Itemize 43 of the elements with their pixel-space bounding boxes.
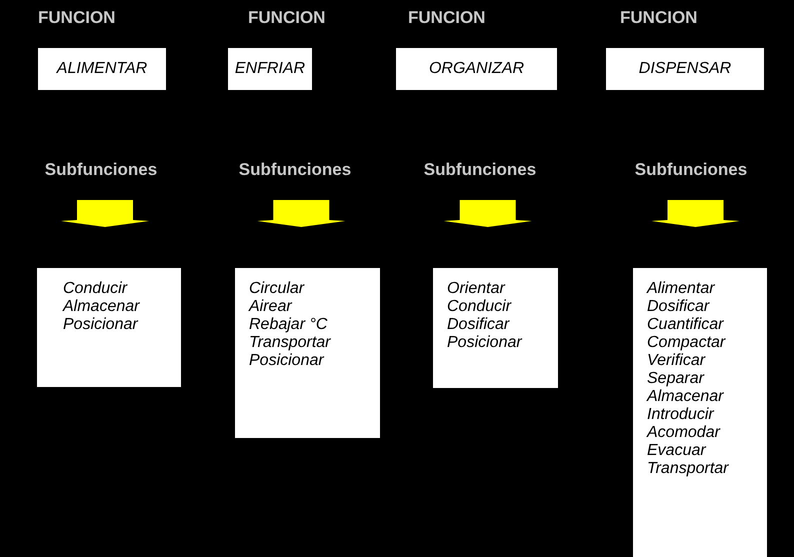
subfunction-item: Dosificar [647,298,710,316]
function-heading: FUNCION [408,8,486,28]
subfunction-item: Posicionar [447,334,522,352]
subfunction-item: Introducir [647,406,714,424]
subfunction-list-box [433,268,558,388]
subfunction-item: Conducir [63,280,128,298]
block-arrow [652,200,740,227]
function-box: ENFRIAR [228,48,312,90]
subfunction-item: Almacenar [63,298,140,316]
function-box: ORGANIZAR [396,48,557,90]
subfunction-item: Rebajar °C [249,316,328,334]
block-arrow [257,200,346,227]
subfunction-item: Orientar [447,280,505,298]
function-box: ALIMENTAR [38,48,166,90]
subfunctions-heading: Subfunciones [26,160,176,180]
subfunction-item: Posicionar [249,352,324,370]
subfunction-item: Cuantificar [647,316,724,334]
subfunctions-heading: Subfunciones [405,160,555,180]
subfunction-list-box [633,268,767,557]
subfunction-list-box [37,268,181,387]
subfunction-item: Compactar [647,334,726,352]
function-heading: FUNCION [38,8,116,28]
subfunction-item: Separar [647,370,704,388]
subfunction-item: Circular [249,280,304,298]
subfunction-item: Conducir [447,298,512,316]
subfunction-item: Posicionar [63,316,138,334]
block-arrow [444,200,532,227]
subfunctions-heading: Subfunciones [220,160,370,180]
function-box: DISPENSAR [606,48,764,90]
function-heading: FUNCION [248,8,326,28]
subfunction-item: Almacenar [647,388,724,406]
subfunction-item: Acomodar [647,424,720,442]
subfunction-item: Dosificar [447,316,510,334]
subfunction-item: Verificar [647,352,706,370]
subfunctions-heading: Subfunciones [616,160,766,180]
function-heading: FUNCION [620,8,698,28]
subfunction-list-box [235,268,380,438]
subfunction-item: Alimentar [647,280,715,298]
block-arrow [61,200,149,227]
subfunction-item: Transportar [647,460,729,478]
subfunction-item: Transportar [249,334,331,352]
subfunction-item: Evacuar [647,442,706,460]
subfunction-item: Airear [249,298,292,316]
